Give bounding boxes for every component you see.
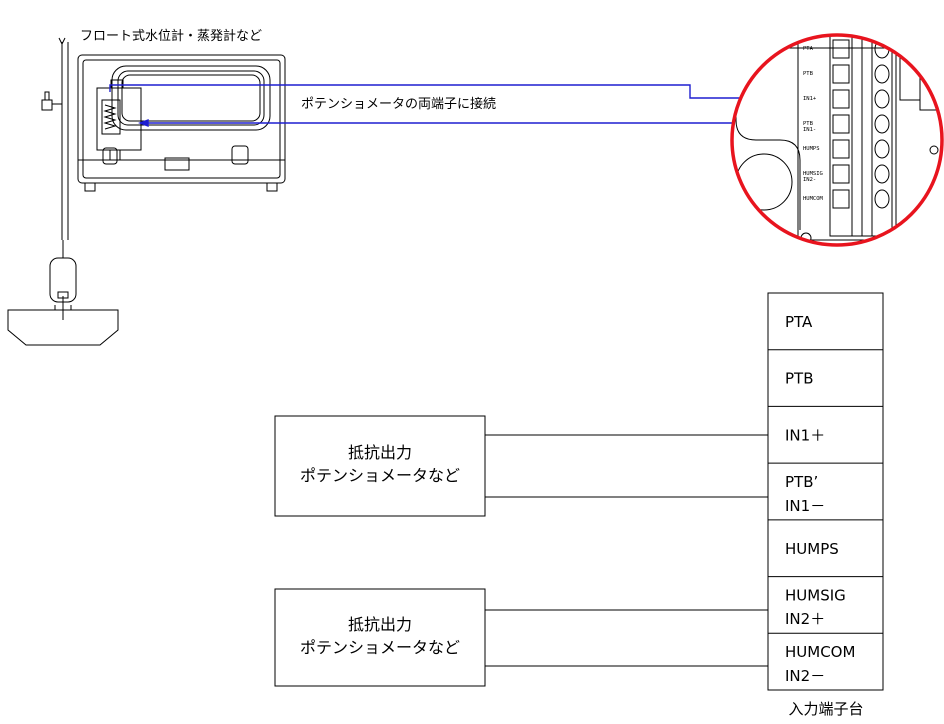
device-2-line1: 抵抗出力 — [348, 615, 412, 634]
zoom-terminal-label: PTA — [803, 46, 814, 52]
zoom-terminal-label: HUMCOM — [803, 196, 824, 202]
terminal-label-sub: IN2＋ — [785, 610, 825, 628]
device-1-line2: ポテンショメータなど — [300, 466, 460, 485]
terminal-block-caption: 入力端子台 — [788, 700, 863, 718]
blue-wires — [109, 84, 833, 128]
zoom-terminal-label: IN1+ — [803, 96, 817, 102]
terminal-label: IN1＋ — [785, 426, 825, 444]
zoom-terminal-label: HUMSIG — [803, 171, 823, 177]
zoom-terminal-slot — [832, 64, 850, 84]
instrument-label: フロート式水位計・蒸発計など — [80, 28, 262, 44]
zoom-terminal-slot — [832, 114, 850, 134]
zoom-terminal-screw — [874, 189, 890, 209]
zoom-terminal-screw — [874, 89, 890, 109]
zoom-terminal-label: IN1- — [803, 127, 816, 133]
zoom-terminal-screw — [874, 114, 890, 134]
zoom-terminal-slot — [832, 89, 850, 109]
float-instrument — [7, 37, 286, 346]
zoom-terminal-slot — [832, 139, 850, 159]
zoom-terminal-label: PTB — [803, 121, 814, 127]
device-wires — [485, 434, 768, 667]
terminal-label: HUMCOM — [785, 643, 855, 661]
terminal-label-sub: IN2－ — [785, 667, 825, 685]
terminal-label-sub: IN1－ — [785, 497, 825, 515]
terminal-label: HUMSIG — [785, 586, 846, 604]
zoom-terminal-label: PTB — [803, 71, 814, 77]
terminal-label: PTB — [785, 370, 814, 388]
terminal-label: HUMPS — [785, 540, 839, 558]
zoom-terminal-slot — [832, 39, 850, 59]
device-2-line2: ポテンショメータなど — [300, 638, 460, 657]
input-terminal-block: PTA PTB IN1＋ PTB’ IN1－ HUMPS HUMSIG IN2＋ HUMCOM I… — [767, 292, 884, 691]
zoom-terminal-screw — [874, 139, 890, 159]
zoom-terminal-label: IN2- — [803, 177, 816, 183]
zoom-terminal-screw — [874, 64, 890, 84]
connection-note: ポテンショメータの両端子に接続 — [301, 96, 496, 112]
terminal-label: PTA — [785, 313, 813, 331]
zoom-circle — [730, 33, 944, 247]
device-1: 抵抗出力 ポテンショメータなど — [274, 415, 486, 517]
zoom-terminal-screw — [874, 164, 890, 184]
terminal-label: PTB’ — [785, 473, 818, 491]
zoom-terminal-slot — [832, 189, 850, 209]
zoom-terminal-label: HUMPS — [803, 146, 820, 152]
device-1-line1: 抵抗出力 — [348, 443, 412, 462]
device-2: 抵抗出力 ポテンショメータなど — [274, 588, 486, 687]
zoom-terminal-slot — [832, 164, 850, 184]
